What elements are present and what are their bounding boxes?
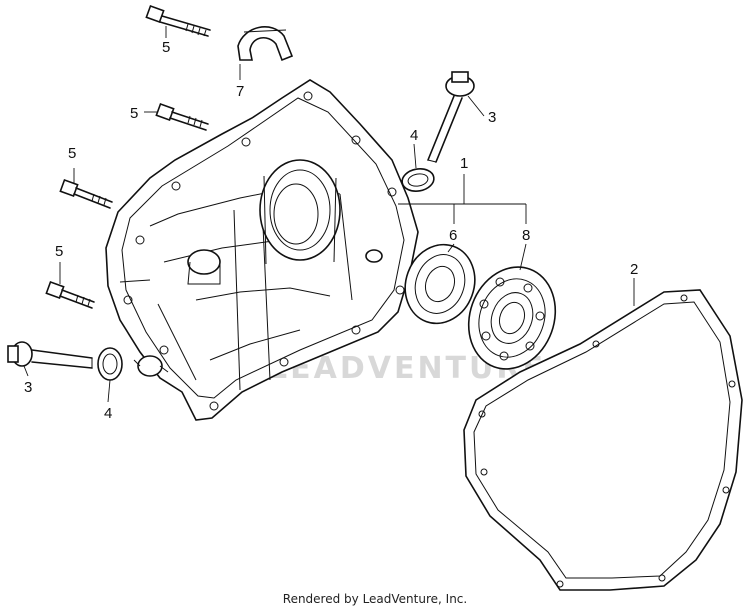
seal-right <box>401 168 435 192</box>
callout-bearing: 8 <box>522 227 530 244</box>
callout-assembly: 1 <box>460 155 468 172</box>
crankcase-cover <box>105 79 419 421</box>
callout-gasket: 2 <box>630 261 638 278</box>
callout-bolt-left-lower: 5 <box>55 243 63 260</box>
callout-dipstick-right: 3 <box>488 109 496 126</box>
callout-seal-right: 4 <box>410 127 418 144</box>
bolt-left-middle <box>59 178 113 209</box>
callout-bolt-left-middle: 5 <box>68 145 76 162</box>
callout-bolt-top: 5 <box>162 39 170 56</box>
callout-dipstick-left: 3 <box>24 379 32 396</box>
bolt-left-lower <box>45 280 95 309</box>
footer-credit: Rendered by LeadVenture, Inc. <box>282 592 468 606</box>
callout-bolt-left-upper: 5 <box>130 105 138 122</box>
oil-seal <box>404 243 476 325</box>
ball-bearing <box>467 266 557 370</box>
seal-left <box>97 347 123 381</box>
bolt-top <box>145 4 211 37</box>
bolt-left-upper <box>155 102 209 131</box>
callout-seal-inner: 6 <box>449 227 457 244</box>
callout-collar: 7 <box>236 83 244 100</box>
dipstick-right <box>427 71 475 163</box>
gasket <box>463 289 743 591</box>
collar-part <box>237 26 294 62</box>
leader-lines <box>23 26 635 403</box>
callout-seal-left: 4 <box>104 405 112 422</box>
dipstick-left <box>7 341 93 369</box>
